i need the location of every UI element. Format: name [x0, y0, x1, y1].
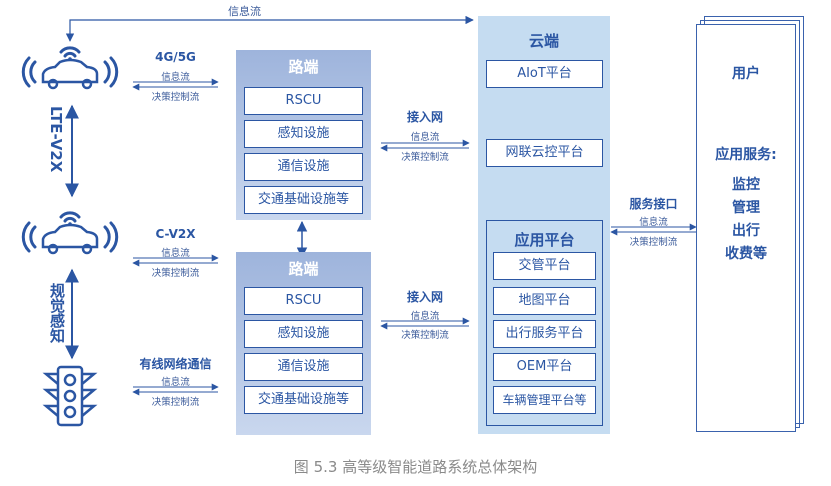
cloud-title: 云端: [528, 32, 559, 50]
info-flow-label: 信息流: [639, 217, 668, 228]
road-item-box: RSCU: [244, 287, 363, 315]
service-link-arrows: [610, 223, 697, 236]
info-flow-label: 信息流: [410, 311, 440, 322]
info-flow-label: 信息流: [161, 248, 190, 259]
control-flow-label: 决策控制流: [401, 152, 449, 163]
road-item-box: 通信设施: [244, 353, 363, 381]
cloud-control-platform-box: 网联云控平台: [486, 139, 603, 167]
vision-perception-label: 规觉感知: [48, 283, 66, 343]
road-item-box: 交通基础设施等: [244, 186, 363, 214]
user-title: 用户: [732, 66, 760, 82]
control-flow-label: 决策控制流: [151, 268, 200, 279]
road-item-box: RSCU: [244, 87, 363, 115]
figure-caption: 图 5.3 高等级智能道路系统总体架构: [293, 458, 538, 476]
link-tech-label: 有线网络通信: [139, 357, 212, 371]
app-platform-item: 出行服务平台: [493, 320, 596, 348]
top-info-flow-line: [65, 15, 474, 42]
road-item-box: 通信设施: [244, 153, 363, 181]
service-item: 管理: [732, 200, 760, 216]
app-platform-title: 应用平台: [514, 231, 575, 249]
control-flow-label: 决策控制流: [629, 237, 678, 248]
app-platform-box: 应用平台: [486, 220, 603, 426]
access-network-label: 接入网: [406, 110, 443, 124]
info-flow-label: 信息流: [161, 72, 190, 83]
info-flow-label: 信息流: [161, 377, 190, 388]
access-link-arrows-1: [380, 139, 470, 152]
aiot-platform-box: AIoT平台: [486, 60, 603, 88]
service-item: 出行: [732, 223, 760, 239]
control-flow-label: 决策控制流: [151, 397, 200, 408]
app-platform-item: 车辆管理平台等: [493, 386, 596, 414]
service-interface-label: 服务接口: [629, 197, 678, 211]
access-network-label: 接入网: [406, 290, 443, 304]
access-link-arrows-2: [380, 317, 470, 330]
info-flow-label: 信息流: [410, 132, 440, 143]
top-info-flow-label: 信息流: [228, 5, 261, 18]
road-item-box: 交通基础设施等: [244, 386, 363, 414]
road-item-box: 感知设施: [244, 120, 363, 148]
vehicle-link-arrows-2: [132, 254, 219, 267]
link-tech-label: 4G/5G: [155, 50, 196, 64]
connected-car-icon: [21, 46, 119, 90]
service-item: 监控: [732, 177, 760, 193]
lte-v2x-label: LTE-V2X: [47, 106, 65, 173]
road-item-box: 感知设施: [244, 320, 363, 348]
road-unit-title: 路端: [288, 58, 319, 76]
app-platform-item: 地图平台: [493, 287, 596, 315]
app-services-title: 应用服务:: [715, 147, 777, 163]
connected-car-icon: [21, 211, 119, 255]
link-tech-label: C-V2X: [155, 227, 196, 241]
vehicle-link-arrows-1: [132, 78, 219, 91]
service-item: 收费等: [725, 246, 767, 262]
road-unit-title: 路端: [288, 260, 319, 278]
app-platform-item: 交管平台: [493, 252, 596, 280]
app-platform-item: OEM平台: [493, 353, 596, 381]
vehicle-link-arrows-3: [132, 383, 219, 396]
user-frame-front: [696, 24, 796, 432]
traffic-light-icon: [42, 365, 98, 427]
control-flow-label: 决策控制流: [151, 92, 200, 103]
control-flow-label: 决策控制流: [401, 330, 449, 341]
